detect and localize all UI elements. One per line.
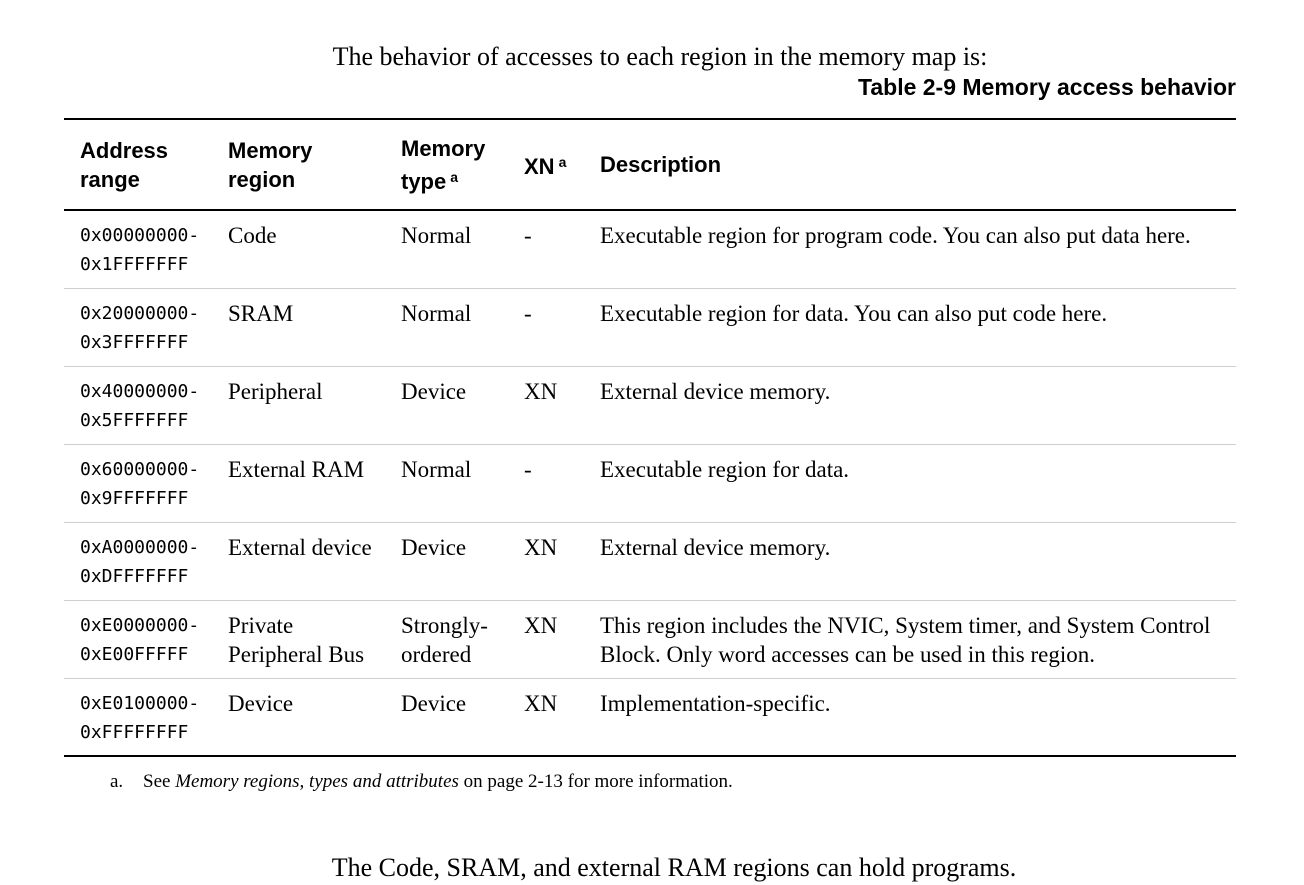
cell-description: Executable region for data. <box>600 456 850 482</box>
header-memory-region-line1: Memory <box>228 137 313 163</box>
cell-memory-region: Device <box>228 690 294 716</box>
address-start: 0xE0000000- <box>80 614 200 636</box>
header-xn-label: XN <box>524 154 555 179</box>
header-address-range: Address range <box>64 119 212 210</box>
cell-xn: XN <box>524 378 558 404</box>
intro-text: The behavior of accesses to each region … <box>332 42 988 71</box>
cell-description: Implementation-specific. <box>600 690 831 716</box>
table-row: 0xA0000000- 0xDFFFFFFF External device Devi… <box>64 522 1236 600</box>
table-row: 0x40000000- 0x5FFFFFFF Peripheral Device XN E… <box>64 366 1236 444</box>
footnote-reference-link[interactable]: Memory regions, types and attributes <box>175 771 459 792</box>
address-end: 0xDFFFFFFF <box>80 565 189 587</box>
header-memory-type-line1: Memory <box>401 135 486 161</box>
footnote-mark: a. <box>110 771 124 792</box>
cell-memory-type: Device <box>401 690 467 716</box>
table-row: 0x60000000- 0x9FFFFFFF External RAM Normal -… <box>64 444 1236 522</box>
cell-address-range: 0xE0000000- 0xE00FFFFF <box>64 600 212 678</box>
footnote-ref-xn: a <box>558 154 567 170</box>
table-row: 0xE0100000- 0xFFFFFFFF Device Device XN Imple… <box>64 678 1236 756</box>
cell-memory-region: Peripheral <box>228 378 323 404</box>
cell-address-range: 0x00000000- 0x1FFFFFFF <box>64 210 212 288</box>
header-description: Description <box>600 152 722 177</box>
cell-memory-region: External device <box>228 534 372 560</box>
cell-address-range: 0xE0100000- 0xFFFFFFFF <box>64 678 212 756</box>
footnote-suffix: on page 2-13 for more information. <box>463 771 733 792</box>
cell-xn: - <box>524 456 532 482</box>
header-memory-type-line2: type <box>401 168 447 194</box>
address-start: 0xE0100000- <box>80 692 200 714</box>
cell-description: External device memory. <box>600 378 831 404</box>
address-start: 0x40000000- <box>80 380 200 402</box>
header-memory-region-line2: region <box>228 166 296 192</box>
cell-memory-type: Normal <box>401 300 472 326</box>
cell-memory-region: Private Peripheral Bus <box>228 612 365 667</box>
address-end: 0x9FFFFFFF <box>80 487 189 509</box>
cell-memory-region: Code <box>228 223 277 248</box>
address-end: 0xE00FFFFF <box>80 643 189 665</box>
cell-address-range: 0x20000000- 0x3FFFFFFF <box>64 288 212 366</box>
footnote-ref-memory-type: a <box>450 168 459 185</box>
cell-description: Executable region for data. You can also… <box>600 300 1108 326</box>
header-address-range-line1: Address <box>80 137 169 163</box>
header-memory-region: Memory region <box>212 119 385 210</box>
table-row: 0x20000000- 0x3FFFFFFF SRAM Normal - Executab… <box>64 288 1236 366</box>
table-row: 0x00000000- 0x1FFFFFFF Code Normal - Executab… <box>64 210 1236 288</box>
cell-address-range: 0x60000000- 0x9FFFFFFF <box>64 444 212 522</box>
address-start: 0x00000000- <box>80 225 200 246</box>
table-row: 0xE0000000- 0xE00FFFFF Private Peripheral … <box>64 600 1236 678</box>
cell-xn: - <box>524 300 532 326</box>
cell-memory-type: Normal <box>401 456 472 482</box>
address-start: 0x20000000- <box>80 302 200 324</box>
cell-memory-region: SRAM <box>228 300 294 326</box>
cell-address-range: 0xA0000000- 0xDFFFFFFF <box>64 522 212 600</box>
cell-xn: XN <box>524 534 558 560</box>
address-end: 0x3FFFFFFF <box>80 331 189 353</box>
footnote-prefix: See <box>143 771 171 792</box>
cell-memory-region: External RAM <box>228 456 365 482</box>
cell-address-range: 0x40000000- 0x5FFFFFFF <box>64 366 212 444</box>
address-start: 0xA0000000- <box>80 536 200 558</box>
address-end: 0xFFFFFFFF <box>80 721 189 743</box>
address-end: 0x5FFFFFFF <box>80 409 189 431</box>
cell-memory-type: Device <box>401 534 467 560</box>
footnote: a. See Memory regions, types and attribut… <box>110 769 733 795</box>
cell-xn: XN <box>524 690 558 716</box>
cell-memory-type: Normal <box>401 223 472 248</box>
cell-description: External device memory. <box>600 534 831 560</box>
header-address-range-line2: range <box>80 166 140 192</box>
cell-xn: - <box>524 223 532 248</box>
closing-text: The Code, SRAM, and external RAM regions… <box>331 853 1017 882</box>
address-start: 0x60000000- <box>80 458 200 480</box>
cell-memory-type: Strongly-ordered <box>401 612 488 667</box>
address-end: 0x1FFFFFFF <box>80 254 189 275</box>
cell-xn: XN <box>524 612 558 638</box>
cell-description: This region includes the NVIC, System ti… <box>600 612 1211 667</box>
cell-description: Executable region for program code. You … <box>600 223 1191 248</box>
cell-memory-type: Device <box>401 378 467 404</box>
table-caption: Table 2-9 Memory access behavior <box>858 74 1236 100</box>
